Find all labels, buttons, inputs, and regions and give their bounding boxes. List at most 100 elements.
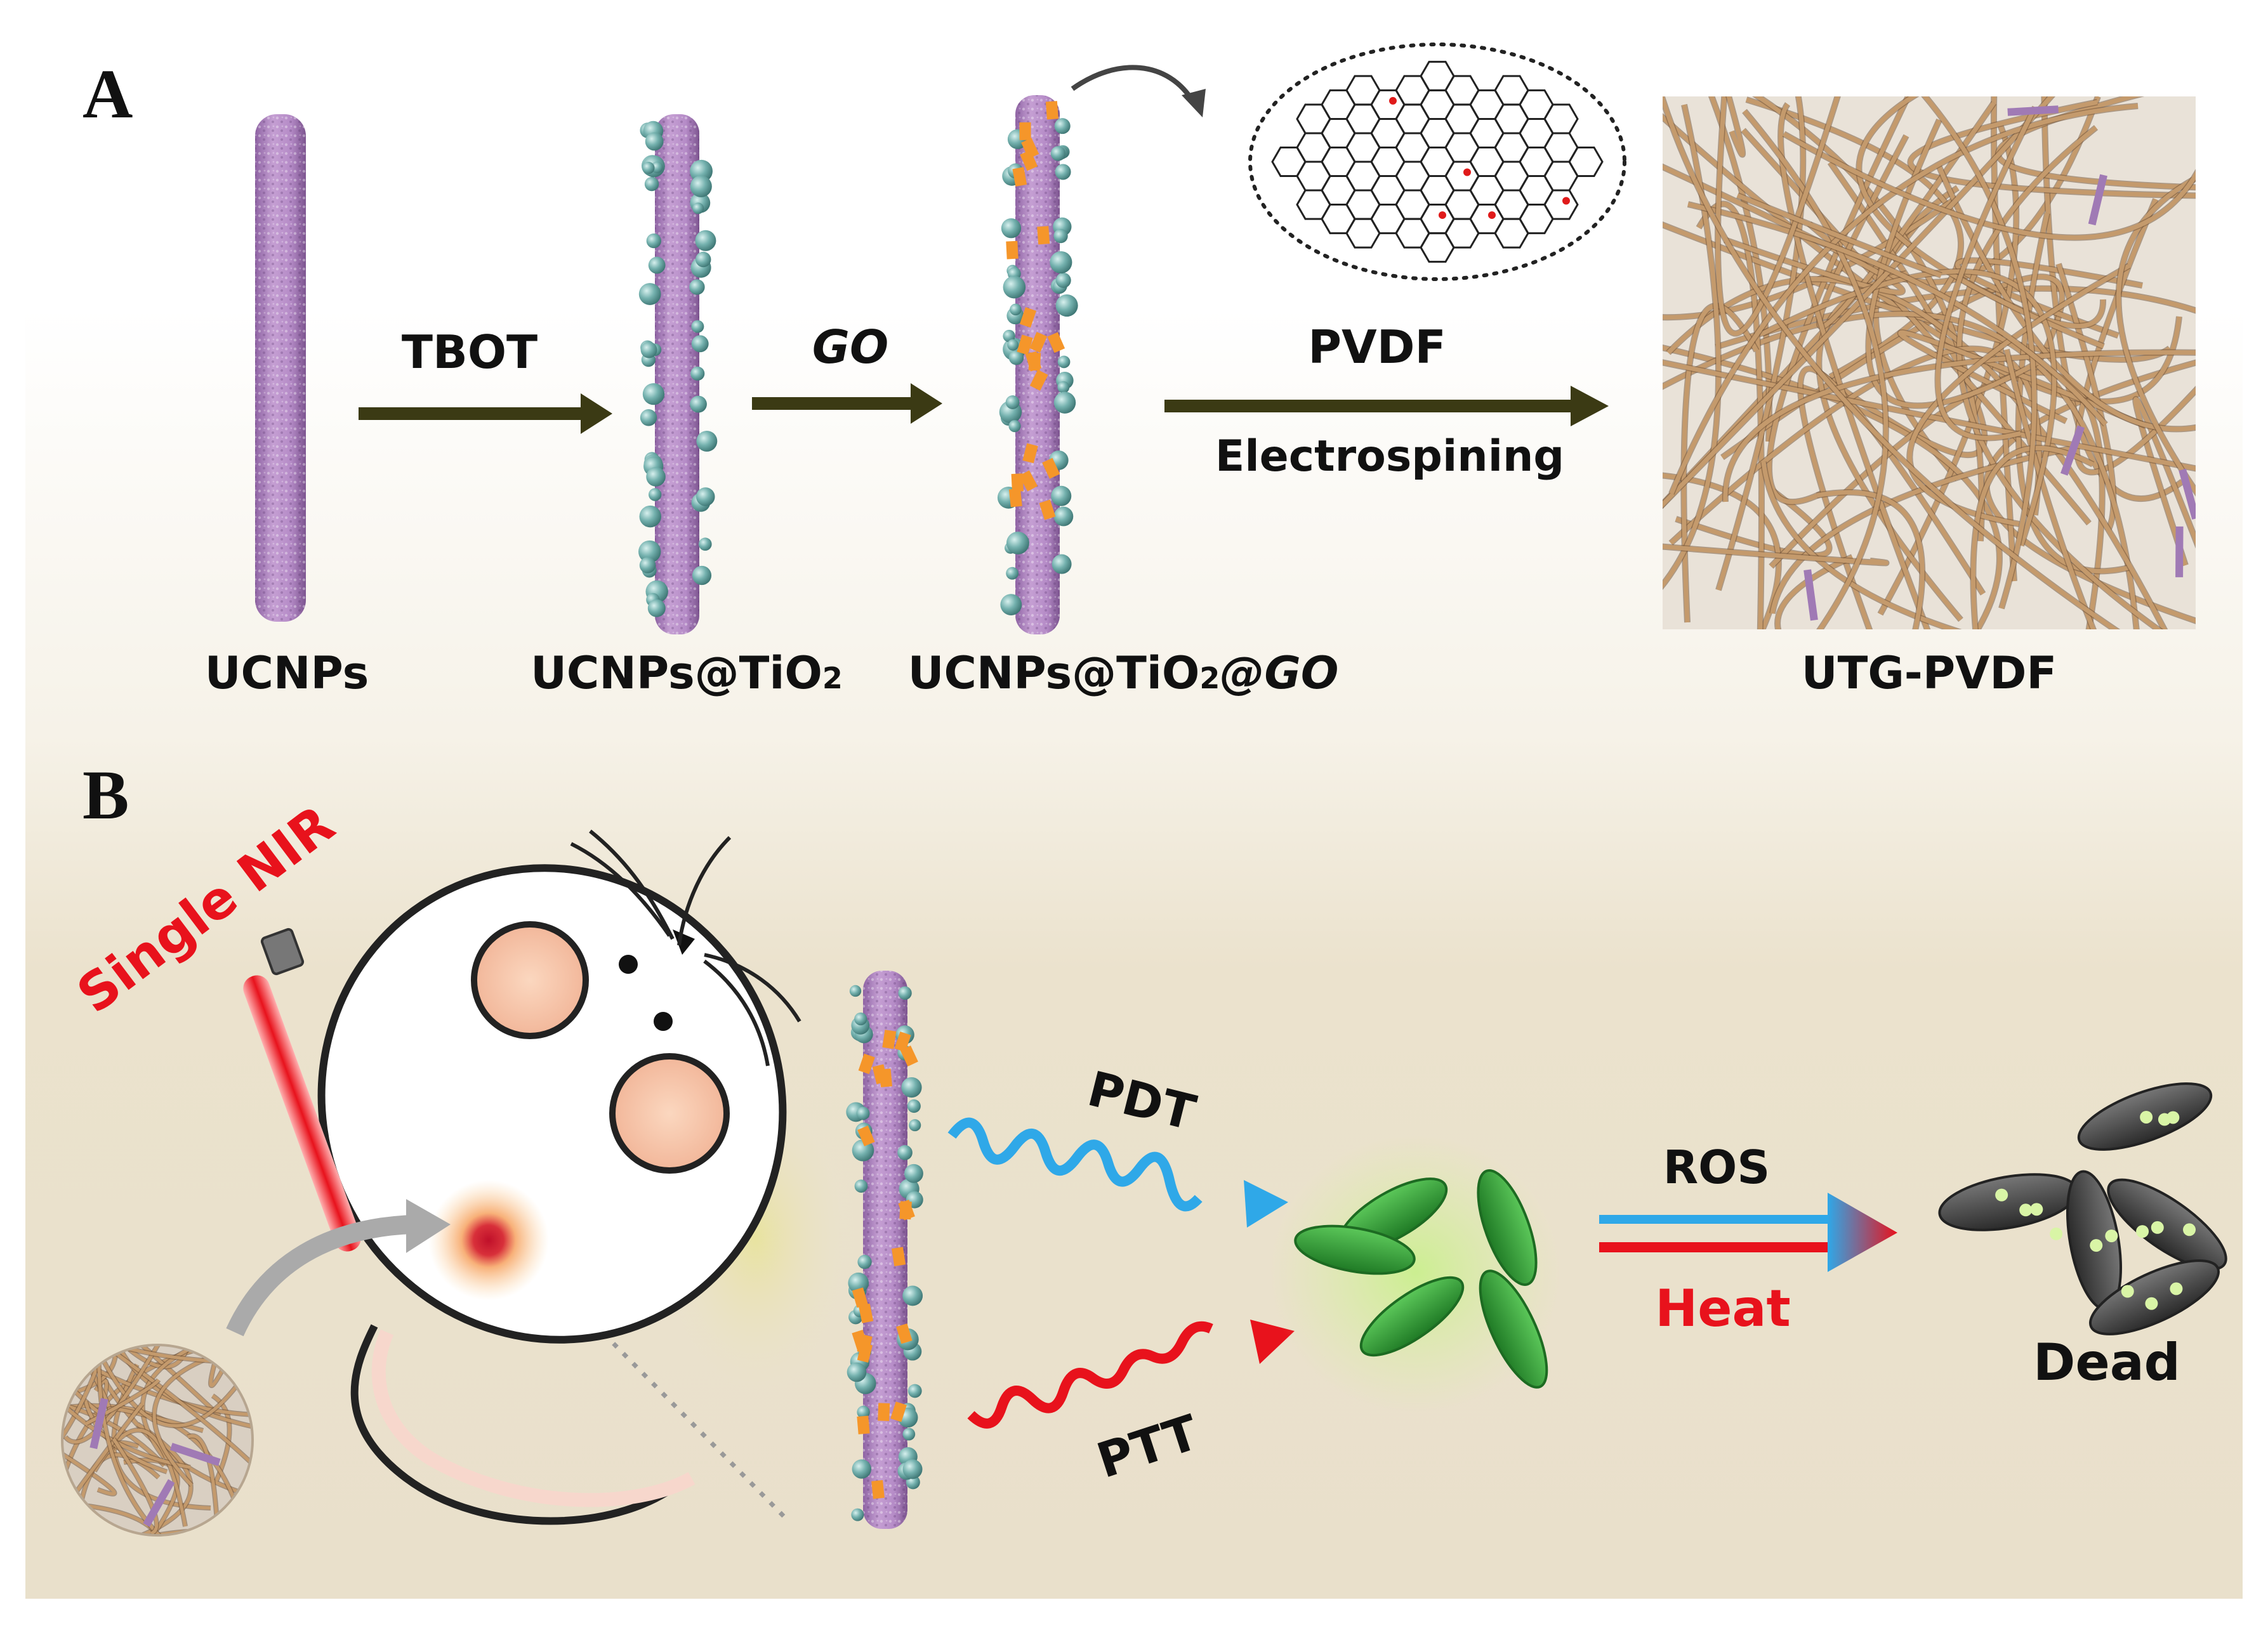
fiber [1663,311,2139,629]
tio2-particle [852,1139,874,1162]
go-flake [892,1247,906,1266]
live-bacteria [1269,1132,1561,1412]
go-flake [1047,332,1065,353]
fiber [2004,349,2096,629]
tio2-nanoparticles [997,118,1078,615]
tio2-particle [642,162,655,174]
tio2-particle [907,1099,921,1113]
tio2-particle [1007,339,1019,351]
go-flake [1042,457,1060,479]
fiber [62,1413,116,1496]
ucnps-label: UCNPs [205,647,369,699]
fiber [1687,202,2107,426]
tio2-particle [649,488,662,501]
fiber [1775,554,1854,629]
embedded-nanorod [2060,425,2085,476]
ucnps-tio2-label: UCNPs@TiO2 [531,647,843,699]
ros-heat-arrow [1599,1193,1897,1272]
tio2-particle [651,161,663,173]
fiber [1663,104,1721,589]
fiber [1908,100,2196,198]
implant-arrow-head [406,1199,451,1253]
fluorescent-spot [2151,1221,2164,1234]
fluorescent-spot [1995,1188,2008,1202]
tio2-particle [639,557,656,574]
tio2-particle [690,175,712,197]
tio2-particle [902,1285,923,1306]
fiber [1761,461,1960,629]
tio2-particle [1006,567,1019,580]
dead-bacterium [2107,1178,2227,1271]
fiber [1669,346,2041,545]
heat-label: Heat [1655,1279,1790,1338]
go-flake [882,1030,897,1049]
go-flake [898,1199,915,1221]
fiber [1723,350,2196,502]
tio2-particle [857,1254,872,1269]
go-flake [857,1342,873,1363]
fluorescent-spot [2183,1223,2196,1236]
dead-label: Dead [2033,1333,2180,1392]
go-flake [1021,138,1039,159]
zoom-arrow [1071,65,1196,103]
go-flake [894,1031,911,1052]
go-label: GO [812,320,888,374]
tio2-particle [640,409,657,426]
fluorescent-spot [2170,1282,2183,1295]
go-flake [1019,470,1038,492]
tio2-particle [1000,594,1022,615]
fiber-mat-circle [61,1344,254,1537]
tio2-particle [1003,329,1015,343]
tio2-particle [1055,164,1071,180]
go-flakes [852,1030,918,1499]
utg-pvdf-label: UTG-PVDF [1802,647,2057,699]
go-flake [852,1287,868,1308]
tio2-particle [902,1427,916,1441]
tio2-particle [1055,272,1071,288]
pvdf-arrow [1164,386,1609,426]
tio2-particle [902,1459,923,1479]
tio2-particle [642,383,665,405]
implant-arrow [226,1215,413,1337]
embedded-nanorod [1803,569,1818,621]
heat-line [1599,1242,1840,1252]
embedded-nanorod [2175,526,2184,577]
dead-bacteria [1938,1082,2227,1335]
go-flake [1012,167,1027,187]
fiber [1783,131,2196,240]
mouse-eye-right [654,1012,673,1031]
carbon-ring [1568,147,1604,177]
fiber [1736,193,1942,278]
go-flake [859,1303,874,1323]
fiber [1922,96,2037,610]
tio2-particle [851,1508,864,1521]
ucnp-tio2-go-rod [997,95,1078,634]
tio2-particle [1057,355,1071,369]
tio2-particle [691,335,709,353]
fiber [112,1438,159,1535]
tio2-particle [698,537,712,551]
tio2-particle [1051,485,1072,506]
tio2-particle [692,565,712,586]
tio2-particle [695,230,716,251]
bacterium [1477,1169,1538,1287]
tio2-nanoparticles [638,121,718,617]
go-flake [896,1323,913,1344]
tio2-particle [898,986,912,1000]
mouse-whiskers [570,829,801,1066]
fiber [1663,544,1889,565]
fiber [1798,366,1985,629]
go-flake [1037,226,1050,245]
carbon-ring [1519,204,1554,235]
oxygen-group [1562,197,1570,205]
fiber [62,1345,191,1469]
go-flake [878,1403,890,1422]
tio2-particle [847,1362,867,1382]
tio2-particle [1050,251,1072,274]
bacterium [1294,1224,1416,1275]
fiber [108,1345,221,1417]
go-flake [890,1401,907,1422]
fiber [1669,103,2139,495]
tio2-particle [689,279,705,295]
fluorescent-spot [2050,1227,2063,1240]
